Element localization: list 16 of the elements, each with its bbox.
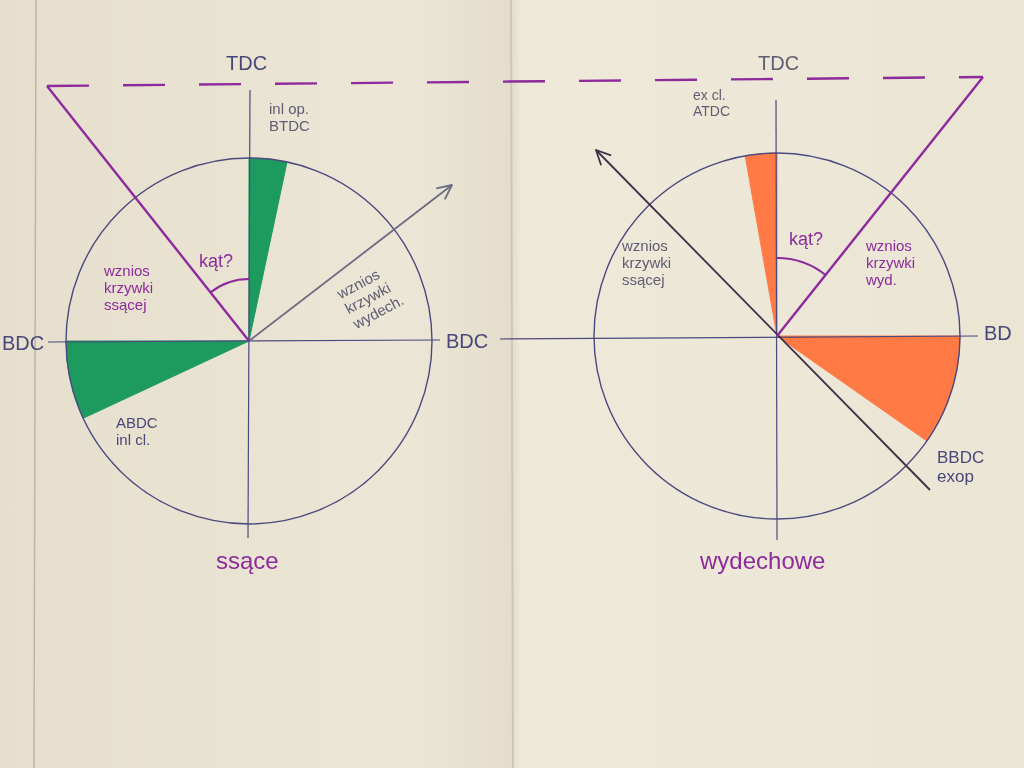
timing-label: inl op. BTDC (269, 101, 311, 135)
timing-label: BBDC exop (937, 448, 985, 487)
axis-label: BDC (446, 330, 489, 353)
cam-label: wznios krzywki wyd. (866, 238, 916, 289)
diagram-caption: wydechowe (700, 548, 826, 575)
cam-label: wznios krzywki ssącej (104, 263, 154, 314)
axis-label: BD (984, 322, 1012, 345)
timing-label: ABDC inl cl. (116, 415, 159, 449)
timing-label: ex cl. ATDC (693, 88, 731, 120)
axis-label: TDC (758, 52, 800, 75)
axis-label: BDC (2, 332, 45, 355)
axis-label: TDC (226, 52, 268, 75)
diagram-caption: ssące (216, 548, 279, 575)
angle-label: kąt? (789, 229, 824, 250)
cam-label: wznios krzywki ssącej (622, 238, 672, 289)
angle-label: kąt? (199, 251, 234, 272)
